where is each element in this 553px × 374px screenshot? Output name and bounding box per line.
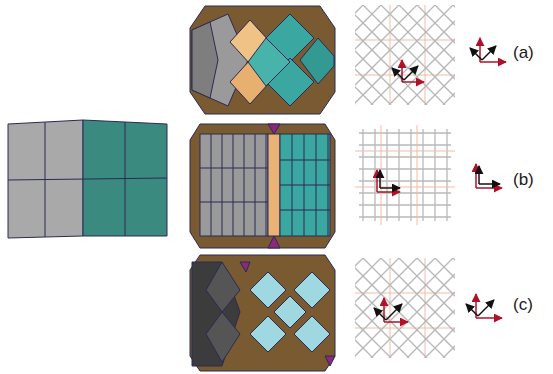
diamond-lattice [355,258,455,358]
panel-label: (b) [513,171,534,188]
frame-arrows-c [374,294,502,322]
shape-c [190,255,335,371]
panel-label: (c) [513,296,533,313]
diamond-lattice [355,5,455,105]
panel-label: (a) [513,44,534,61]
square-lattice [355,125,455,225]
frame-arrows-b [377,164,502,192]
shape-b [190,124,335,248]
shape-a [190,6,335,114]
frame-arrows-a [392,38,506,82]
cube [8,120,167,238]
